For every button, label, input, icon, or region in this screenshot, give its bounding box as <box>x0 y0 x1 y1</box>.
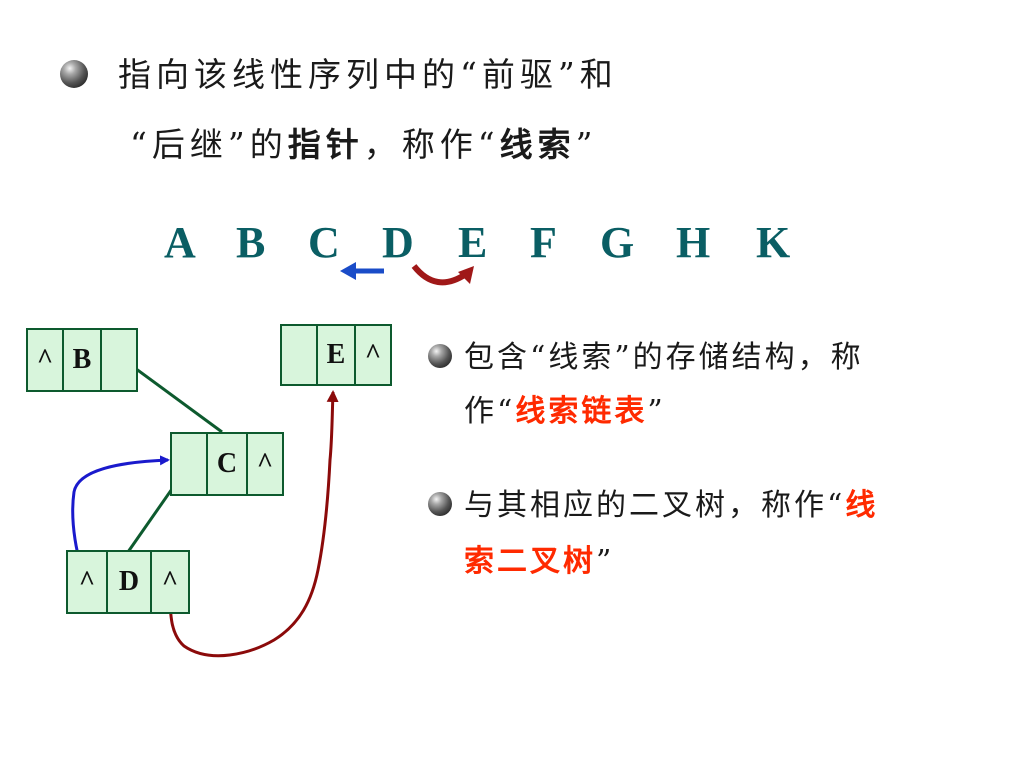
left-pointer-cell <box>172 434 208 494</box>
right-pointer-cell: ^ <box>256 448 274 479</box>
sequence-letter: E <box>458 218 488 267</box>
point-2-line-2: 索二叉树” <box>464 536 614 580</box>
data-cell: E <box>318 326 356 384</box>
left-pointer-cell: ^ <box>68 552 108 612</box>
successor-arrow-icon <box>411 264 474 286</box>
right-pointer-cell: ^ <box>364 339 382 370</box>
heading-text: “后继”的 <box>130 125 288 164</box>
sequence-letter: A <box>164 218 196 267</box>
left-pointer-cell <box>282 326 318 384</box>
heading-thread-term: 线索 <box>499 125 576 164</box>
sequence-letter: C <box>308 218 340 267</box>
sequence-letter: H <box>676 218 711 267</box>
point-text: 与其相应的二叉树，称作“ <box>464 488 846 523</box>
sphere-bullet-icon <box>428 344 452 368</box>
node-e: E ^ <box>280 324 392 386</box>
node-d: ^ D ^ <box>66 550 190 614</box>
point-2-line-1: 与其相应的二叉树，称作“线 <box>464 480 878 524</box>
tree-edge <box>123 358 223 434</box>
data-cell: B <box>64 330 102 390</box>
sphere-bullet-icon <box>60 60 88 88</box>
heading-pointer-term: 指针 <box>287 125 364 164</box>
node-b: ^ B <box>26 328 138 392</box>
node-c: C ^ <box>170 432 284 496</box>
sequence-letter: K <box>756 218 791 267</box>
heading-line-1: 指向该线性序列中的“前驱”和 <box>118 55 618 94</box>
sequence-letter: F <box>530 218 557 267</box>
heading-line-2: “后继”的指针，称作“线索” <box>130 118 598 166</box>
threaded-binary-tree-term: 索二叉树 <box>464 544 596 579</box>
threaded-binary-tree-term: 线 <box>845 488 879 523</box>
point-text: 作“ <box>464 394 516 429</box>
data-cell: C <box>208 434 248 494</box>
point-text: ” <box>647 394 666 429</box>
sphere-bullet-icon <box>428 492 452 516</box>
right-pointer-cell <box>102 330 136 390</box>
point-text: ” <box>596 544 615 579</box>
heading-text: ，称作“ <box>363 125 500 164</box>
left-pointer-cell: ^ <box>28 330 64 390</box>
point-1-line-2: 作“线索链表” <box>464 386 666 430</box>
sequence-letter: D <box>382 218 414 267</box>
right-pointer-cell: ^ <box>161 566 179 597</box>
sequence-letter: B <box>236 218 266 267</box>
sequence-letter: G <box>600 218 635 267</box>
linear-sequence: A B C D E F G H K <box>0 218 1024 268</box>
heading-text: ” <box>575 125 598 164</box>
data-cell: D <box>108 552 152 612</box>
threaded-linked-list-term: 线索链表 <box>515 394 648 429</box>
point-1-line-1: 包含“线索”的存储结构，称 <box>464 340 864 375</box>
